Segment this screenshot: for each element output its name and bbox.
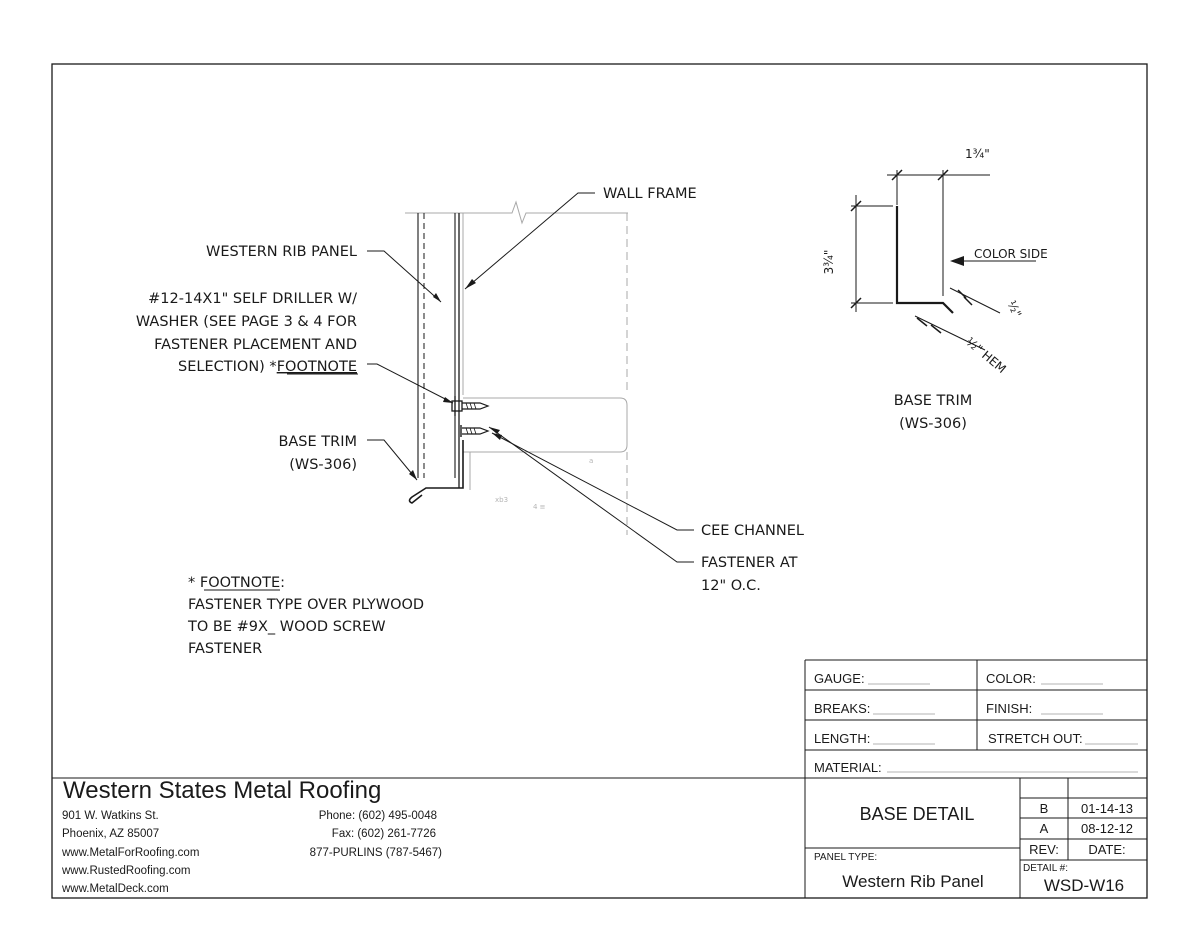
leader-base-trim [367, 439, 418, 481]
label-base-trim: BASE TRIM [278, 434, 357, 450]
company-tollfree: 877-PURLINS (787-5467) [310, 847, 442, 859]
title-block [805, 778, 1147, 898]
label-cee-channel: CEE CHANNEL [701, 523, 804, 539]
rev-b-date: 01-14-13 [1081, 801, 1133, 816]
label-western-rib-panel: WESTERN RIB PANEL [206, 244, 357, 260]
trim-profile-shape [895, 206, 954, 314]
company-phone: Phone: (602) 495-0048 [319, 810, 437, 822]
label-color-side: COLOR SIDE [974, 247, 1048, 261]
section-detail: xb3 4 ≡ a [405, 200, 628, 535]
label-fastener-line-2: WASHER (SEE PAGE 3 & 4 FOR [136, 314, 357, 330]
company-website-3: www.MetalDeck.com [61, 883, 169, 895]
field-length: LENGTH: [814, 731, 870, 746]
label-fastener-line-4: SELECTION) *FOOTNOTE [178, 359, 357, 375]
rev-a-letter: A [1040, 821, 1049, 836]
svg-text:4 ≡: 4 ≡ [533, 503, 546, 511]
field-gauge: GAUGE: [814, 671, 865, 686]
company-website-1: www.MetalForRoofing.com [61, 847, 199, 859]
panel-type-label: PANEL TYPE: [814, 852, 877, 863]
field-material: MATERIAL: [814, 760, 882, 775]
dim-hem: ½" HEM [963, 335, 1009, 377]
leader-rib-panel [367, 250, 442, 303]
footnote-title: * FOOTNOTE: [188, 575, 285, 591]
label-fastener-spacing: 12" O.C. [701, 578, 761, 594]
label-fastener-line-1: #12-14X1" SELF DRILLER W/ [148, 291, 357, 307]
self-driller-fastener [451, 396, 490, 416]
channel-fastener [460, 425, 490, 437]
svg-text:xb3: xb3 [495, 496, 508, 504]
leader-fastener-spacing [488, 426, 694, 563]
rev-b-letter: B [1040, 801, 1049, 816]
footnote-line-1: FASTENER TYPE OVER PLYWOOD [188, 597, 424, 613]
company-website-2: www.RustedRoofing.com [61, 865, 190, 877]
leaders [367, 192, 694, 563]
spec-box [52, 659, 1147, 898]
date-header: DATE: [1088, 842, 1125, 857]
company-address-1: 901 W. Watkins St. [62, 810, 159, 822]
break-line [405, 200, 628, 225]
dim-return: ½" [1004, 298, 1024, 319]
panel-type-value: Western Rib Panel [842, 872, 983, 891]
sheet-border [51, 63, 1148, 899]
rev-header: REV: [1029, 842, 1059, 857]
dim-height: 3¾" [822, 250, 836, 275]
detail-number-label: DETAIL #: [1023, 863, 1068, 874]
label-fastener-line-3: FASTENER PLACEMENT AND [154, 337, 357, 353]
company-name: Western States Metal Roofing [63, 777, 381, 804]
field-breaks: BREAKS: [814, 701, 870, 716]
dim-width: 1¾" [965, 147, 990, 161]
footnote-line-3: FASTENER [188, 641, 262, 657]
footnote-line-2: TO BE #9X_ WOOD SCREW [187, 619, 386, 635]
field-finish: FINISH: [986, 701, 1032, 716]
field-color: COLOR: [986, 671, 1036, 686]
field-stretch-out: STRETCH OUT: [988, 731, 1083, 746]
trim-profile-title: BASE TRIM [894, 393, 973, 409]
footnote-reference: FOOTNOTE [277, 359, 357, 375]
base-trim-shape [408, 440, 464, 504]
detail-title: BASE DETAIL [860, 804, 975, 824]
detail-number: WSD-W16 [1044, 876, 1124, 895]
leader-wall-frame [464, 192, 595, 290]
trim-profile [850, 169, 1036, 351]
label-fastener-at: FASTENER AT [701, 555, 798, 571]
company-address-2: Phoenix, AZ 85007 [62, 828, 159, 840]
leader-fastener [367, 363, 454, 404]
label-base-trim-code: (WS-306) [289, 457, 357, 473]
company-fax: Fax: (602) 261-7726 [332, 828, 436, 840]
svg-text:a: a [589, 457, 593, 465]
cee-channel-outline [463, 397, 628, 453]
rev-a-date: 08-12-12 [1081, 821, 1133, 836]
label-wall-frame: WALL FRAME [603, 186, 697, 202]
leader-cee-channel [491, 432, 694, 531]
trim-profile-code: (WS-306) [899, 416, 967, 432]
